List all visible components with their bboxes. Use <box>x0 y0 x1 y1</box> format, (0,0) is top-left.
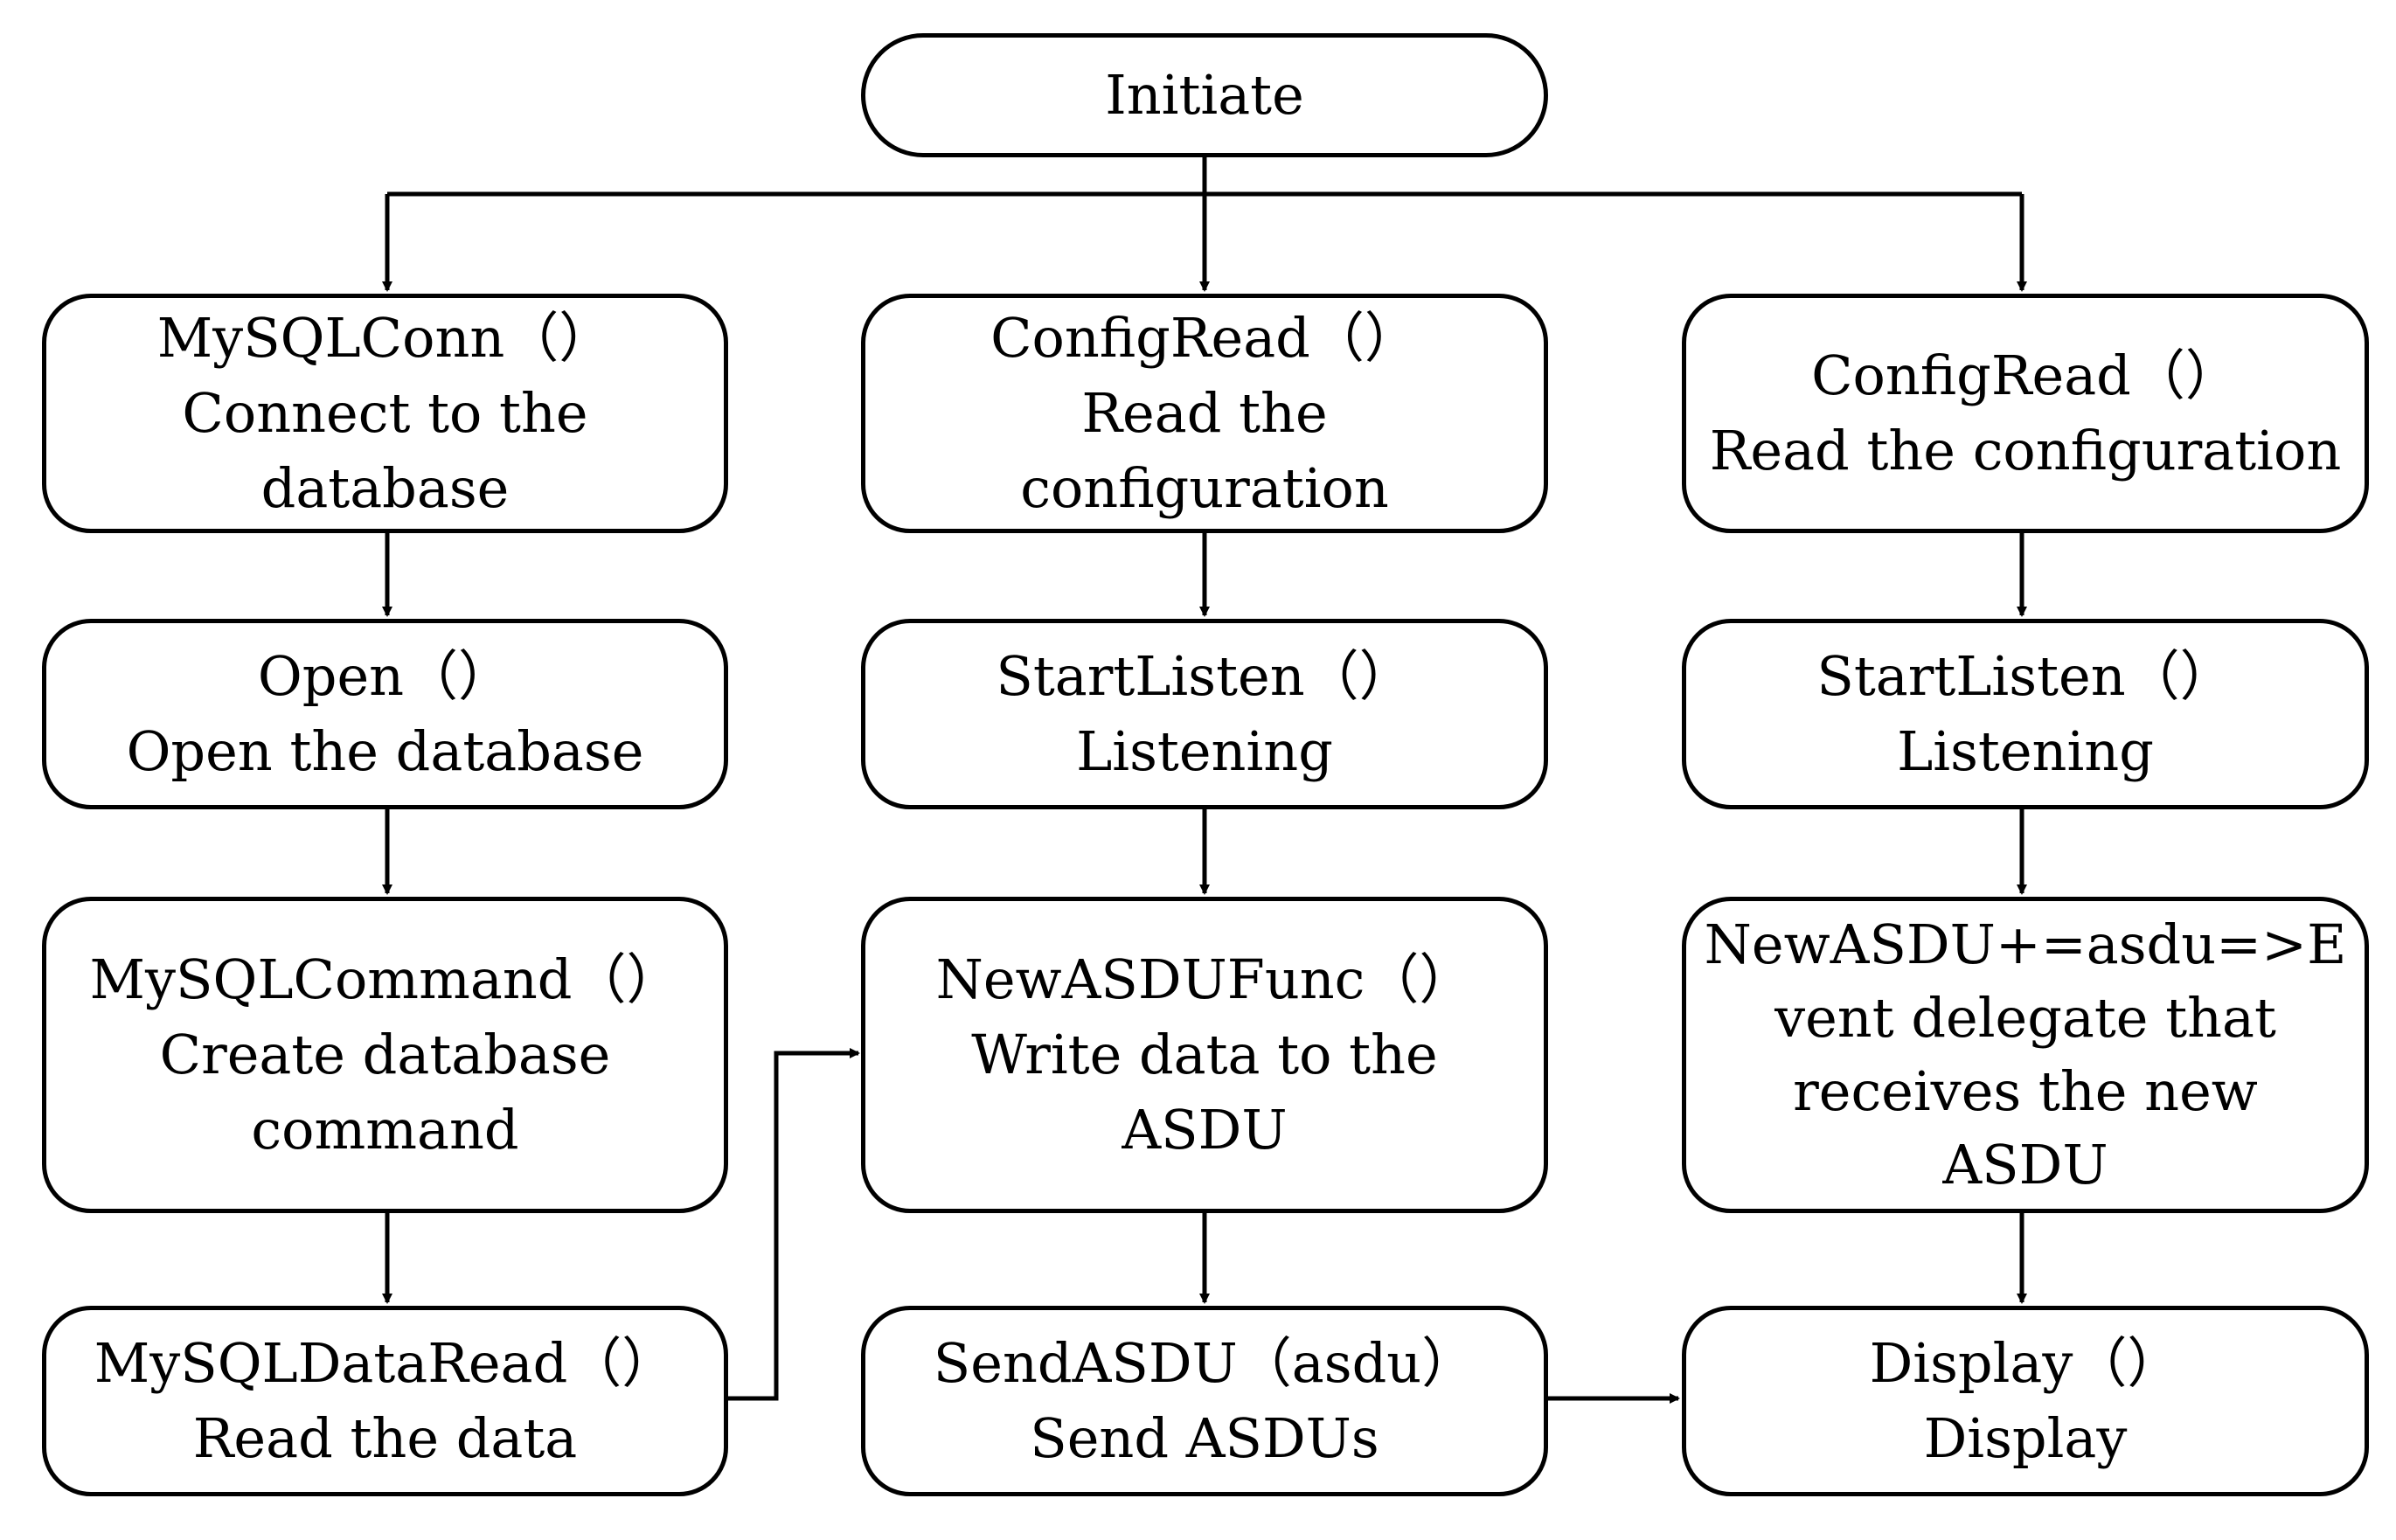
node-startlisten-right-line-1: StartListen（） <box>1816 644 2234 708</box>
node-configread-mid-line-1: ConfigRead（） <box>990 306 1419 370</box>
node-display-line-1: Display（） <box>1869 1331 2182 1395</box>
node-sendasdu: SendASDU（asdu） Send ASDUs <box>861 1306 1548 1496</box>
node-mysqlcommand: MySQLCommand（） Create database command <box>42 897 728 1213</box>
node-newasdu-event-line-2: vent delegate that <box>1774 986 2276 1050</box>
node-initiate-line-1: Initiate <box>1105 63 1304 127</box>
node-newasdufunc: NewASDUFunc（） Write data to the ASDU <box>861 897 1548 1213</box>
node-startlisten-right: StartListen（） Listening <box>1682 619 2369 809</box>
node-newasdufunc-line-1: NewASDUFunc（） <box>935 947 1474 1011</box>
node-newasdufunc-line-2: Write data to the <box>971 1023 1438 1086</box>
node-startlisten-mid-line-2: Listening <box>1076 719 1333 783</box>
node-startlisten-mid-line-1: StartListen（） <box>996 644 1413 708</box>
node-configread-mid: ConfigRead（） Read the configuration <box>861 294 1548 533</box>
arrow-mysqldataread-to-newasdufunc <box>726 1048 860 1401</box>
node-configread-right-line-2: Read the configuration <box>1709 419 2342 482</box>
node-mysqlcommand-line-2: Create database <box>159 1023 611 1086</box>
node-configread-mid-line-3: configuration <box>1020 456 1389 520</box>
node-startlisten-mid: StartListen（） Listening <box>861 619 1548 809</box>
node-configread-mid-line-2: Read the <box>1081 381 1328 445</box>
node-mysqlconn-line-2: Connect to the <box>182 381 588 445</box>
node-mysqlcommand-line-3: command <box>251 1098 519 1162</box>
node-mysqldataread: MySQLDataRead（） Read the data <box>42 1306 728 1496</box>
node-sendasdu-line-1: SendASDU（asdu） <box>933 1331 1476 1395</box>
node-display: Display（） Display <box>1682 1306 2369 1496</box>
node-mysqlconn-line-3: database <box>260 456 510 520</box>
node-startlisten-right-line-2: Listening <box>1897 719 2154 783</box>
node-newasdu-event-line-1: NewASDU+=asdu=>E <box>1704 912 2347 976</box>
node-mysqlconn: MySQLConn（） Connect to the database <box>42 294 728 533</box>
node-initiate: Initiate <box>861 33 1548 157</box>
node-newasdu-event-line-3: receives the new <box>1793 1059 2258 1123</box>
node-newasdufunc-line-3: ASDU <box>1122 1098 1288 1162</box>
node-configread-right: ConfigRead（） Read the configuration <box>1682 294 2369 533</box>
node-configread-right-line-1: ConfigRead（） <box>1811 343 2240 407</box>
node-mysqlconn-line-1: MySQLConn（） <box>156 306 614 370</box>
node-newasdu-event-line-4: ASDU <box>1942 1133 2108 1197</box>
node-newasdu-event: NewASDU+=asdu=>E vent delegate that rece… <box>1682 897 2369 1213</box>
node-display-line-2: Display <box>1923 1406 2128 1470</box>
node-open-line-2: Open the database <box>126 719 644 783</box>
node-open-line-1: Open（） <box>257 644 513 708</box>
node-mysqldataread-line-1: MySQLDataRead（） <box>94 1331 677 1395</box>
node-sendasdu-line-2: Send ASDUs <box>1030 1406 1379 1470</box>
node-mysqlcommand-line-1: MySQLCommand（） <box>89 947 681 1011</box>
node-open: Open（） Open the database <box>42 619 728 809</box>
node-mysqldataread-line-2: Read the data <box>192 1406 578 1470</box>
